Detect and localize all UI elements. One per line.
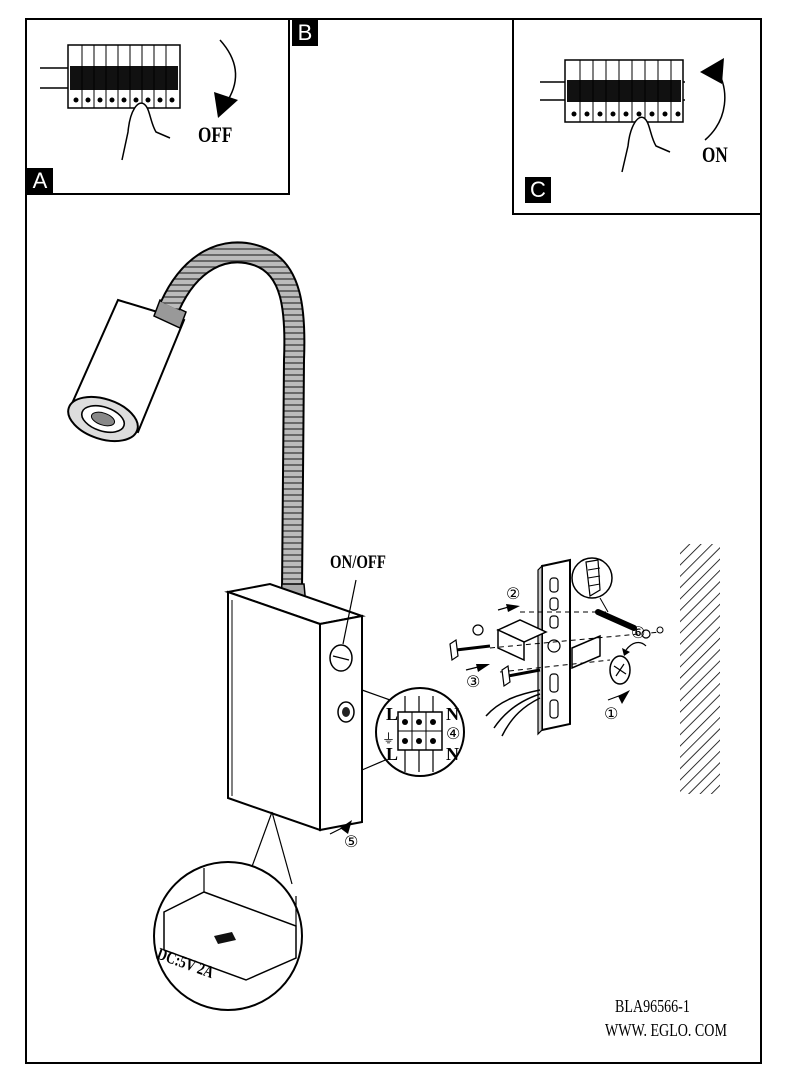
- ground-icon: ⏚: [382, 732, 396, 747]
- step-2-marker: ②: [506, 584, 521, 603]
- terminal-n-bottom: N: [446, 744, 459, 764]
- supply-wires: [485, 689, 541, 737]
- breaker-panel-c: [540, 58, 726, 173]
- panel-b-label: B: [292, 20, 318, 46]
- terminal-l-top: L: [386, 704, 399, 724]
- step-5-marker: ⑤: [344, 832, 359, 851]
- terminal-l-bottom: L: [386, 744, 399, 764]
- lamp-gooseneck: [159, 241, 307, 607]
- on-off-switch-label: ON/OFF: [330, 552, 386, 573]
- screws: [449, 609, 664, 688]
- on-label: ON: [702, 142, 728, 167]
- wall-anchor-detail: [571, 557, 613, 613]
- terminal-magnifier: [361, 687, 465, 777]
- breaker-panel-a: [40, 39, 238, 161]
- mounting-bracket: [489, 558, 661, 736]
- step-3-marker: ③: [466, 672, 481, 691]
- lamp-spotlight-head: [67, 298, 187, 443]
- step-1-marker: ①: [604, 704, 619, 723]
- panel-a-label: A: [27, 168, 53, 194]
- website-url: WWW. EGLO. COM: [605, 1020, 727, 1040]
- usb-port: [214, 932, 236, 944]
- terminal-n-top: N: [446, 704, 459, 724]
- usb-port-magnifier: [153, 811, 303, 1011]
- off-label: OFF: [198, 122, 233, 147]
- panel-c-label: C: [525, 177, 551, 203]
- lamp-base-box: [224, 582, 366, 832]
- product-code: BLA96566-1: [615, 996, 690, 1016]
- step-arrows: [329, 604, 647, 835]
- step-6-marker: ⑥: [631, 623, 646, 642]
- wall-hatch: [680, 544, 720, 794]
- step-4-marker: ④: [446, 724, 461, 743]
